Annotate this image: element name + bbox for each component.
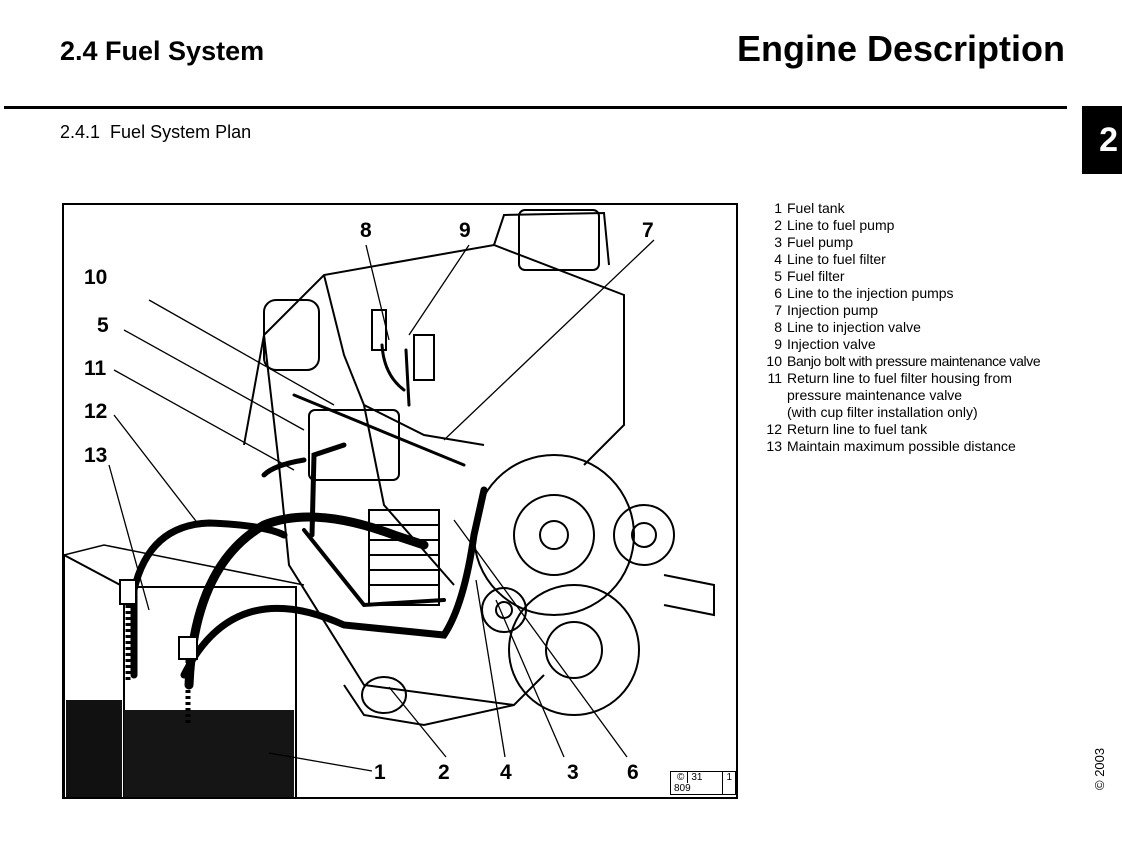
callout-7: 7 xyxy=(642,219,654,242)
legend-number: 11 xyxy=(767,370,782,386)
pulley-drawing xyxy=(473,454,715,716)
legend-number: 6 xyxy=(774,285,782,301)
legend-text: Line to fuel pump xyxy=(787,217,895,233)
figure-ref-number: 31 809 xyxy=(674,772,703,794)
callout-11: 11 xyxy=(84,357,107,380)
copyright-symbol: © xyxy=(677,772,685,783)
legend-text: Banjo bolt with pressure maintenance val… xyxy=(787,353,1041,369)
legend-item: 10 Banjo bolt with pressure maintenance v… xyxy=(758,353,1078,370)
legend-item: 9 Injection valve xyxy=(758,336,1078,353)
leader-lines xyxy=(108,239,655,772)
callout-1: 1 xyxy=(374,761,386,784)
fuel-lines-drawing xyxy=(130,343,488,690)
callout-8: 8 xyxy=(360,219,372,242)
callout-2: 2 xyxy=(438,761,450,784)
subsection-title: Fuel System Plan xyxy=(110,122,252,142)
copyright-notice: © 2003 xyxy=(1092,747,1107,790)
legend-text: Line to the injection pumps xyxy=(787,285,954,301)
callout-12: 12 xyxy=(84,400,108,423)
legend-item: 13 Maintain maximum possible distance xyxy=(758,438,1078,455)
legend-text: Injection pump xyxy=(787,302,879,318)
engine-block-drawing xyxy=(243,209,625,727)
legend-number: 13 xyxy=(766,438,782,454)
callout-10: 10 xyxy=(84,266,108,289)
legend-item: 11 Return line to fuel filter housing fro… xyxy=(758,370,1078,387)
legend-item: 6 Line to the injection pumps xyxy=(758,285,1078,302)
legend-item: 8 Line to injection valve xyxy=(758,319,1078,336)
chapter-title: Engine Description xyxy=(736,28,1065,69)
subsection-number: 2.4.1 xyxy=(60,122,101,142)
legend-number: 12 xyxy=(766,421,782,437)
legend-item: 5 Fuel filter xyxy=(758,268,1078,285)
legend-number: 9 xyxy=(774,336,782,352)
legend-continuation: pressure maintenance valve xyxy=(787,387,963,403)
section-title: 2.4 Fuel System xyxy=(60,36,265,66)
fuel-tank-drawing xyxy=(64,544,305,797)
header-rule xyxy=(4,106,1067,109)
legend-number: 5 xyxy=(774,268,782,284)
legend-text: Fuel filter xyxy=(787,268,845,284)
legend-text: Injection valve xyxy=(787,336,876,352)
legend-number: 1 xyxy=(774,200,782,216)
fuel-system-figure: 8 9 7 10 5 11 12 13 1 2 4 3 6 ©31 809 1 xyxy=(62,203,738,799)
callout-13: 13 xyxy=(84,444,108,467)
legend-item: 7 Injection pump xyxy=(758,302,1078,319)
legend-number: 2 xyxy=(774,217,782,233)
callout-9: 9 xyxy=(459,219,471,242)
figure-ref-number-cell: ©31 809 xyxy=(671,772,722,794)
callout-5: 5 xyxy=(97,314,109,337)
chapter-tab: 2 xyxy=(1082,106,1122,174)
legend-text: Fuel pump xyxy=(787,234,854,250)
legend: 1 Fuel tank 2 Line to fuel pump 3 Fuel pump… xyxy=(758,200,1078,455)
legend-item: 1 Fuel tank xyxy=(758,200,1078,217)
legend-item: 4 Line to fuel filter xyxy=(758,251,1078,268)
callout-6: 6 xyxy=(627,761,639,784)
figure-reference: ©31 809 1 xyxy=(670,771,736,795)
legend-text: Line to fuel filter xyxy=(787,251,886,267)
legend-continuation: (with cup filter installation only) xyxy=(787,404,978,420)
callout-3: 3 xyxy=(567,761,579,784)
legend-item: 12 Return line to fuel tank xyxy=(758,421,1078,438)
legend-text: Maintain maximum possible distance xyxy=(787,438,1016,454)
legend-number: 10 xyxy=(766,353,782,369)
legend-item: 2 Line to fuel pump xyxy=(758,217,1078,234)
legend-number: 3 xyxy=(774,234,782,250)
legend-text: Return line to fuel filter housing from xyxy=(787,370,1012,386)
hose-ends-drawing xyxy=(125,605,191,725)
subsection-heading: 2.4.1 Fuel System Plan xyxy=(60,122,251,143)
legend-text: Line to injection valve xyxy=(787,319,921,335)
hose-fittings-drawing xyxy=(119,579,198,660)
legend-number: 4 xyxy=(774,251,782,267)
legend-text: Fuel tank xyxy=(787,200,845,216)
callout-4: 4 xyxy=(500,761,512,784)
legend-item: 3 Fuel pump xyxy=(758,234,1078,251)
legend-number: 7 xyxy=(774,302,782,318)
legend-text: Return line to fuel tank xyxy=(787,421,928,437)
engine-illustration xyxy=(64,209,715,797)
legend-number: 8 xyxy=(774,319,782,335)
figure-ref-page: 1 xyxy=(722,772,735,794)
